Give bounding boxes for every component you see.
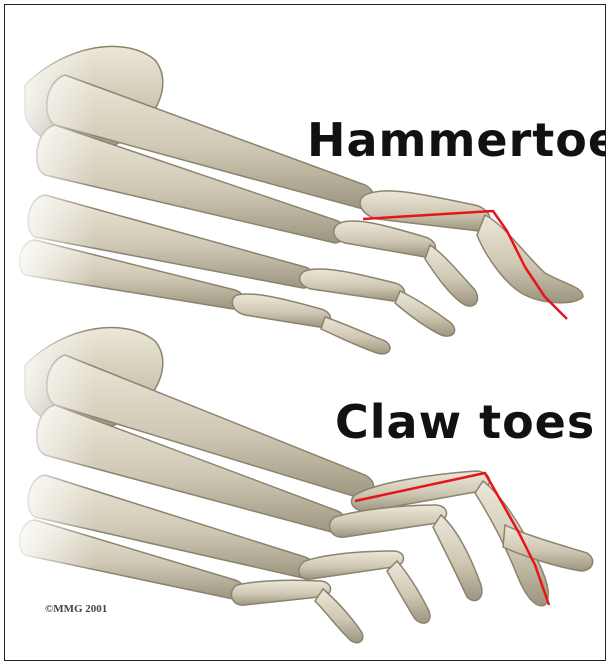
bottom-fade [5, 305, 95, 625]
top-fade [5, 25, 95, 335]
hammertoes-label: Hammertoes [307, 113, 606, 167]
illustration-frame: Hammertoes Claw toes ©MMG 2001 [4, 4, 606, 661]
foot-bones-illustration [5, 5, 605, 660]
copyright-notice: ©MMG 2001 [45, 603, 107, 615]
hammertoes-foot [20, 46, 583, 354]
clawtoes-foot [20, 328, 593, 643]
clawtoes-label: Claw toes [335, 395, 595, 449]
